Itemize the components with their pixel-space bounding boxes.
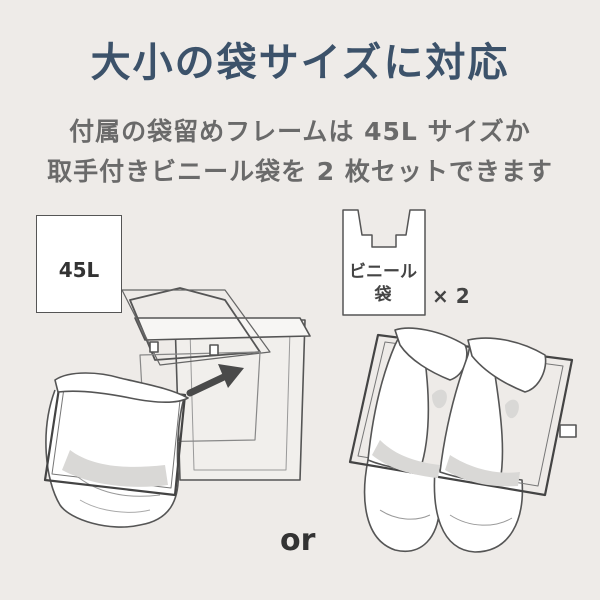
headline: 大小の袋サイズに対応 <box>90 40 510 86</box>
subline-2: 取手付きビニール袋を 2 枚セットできます <box>47 157 553 186</box>
bag-frame-with-45l-bag <box>43 372 189 528</box>
trash-bin-illustration <box>121 287 311 481</box>
vinyl-bag-label-line1: ビニール <box>349 262 417 282</box>
arrow-icon <box>186 364 244 397</box>
vinyl-handle-bag-icon <box>342 209 426 316</box>
or-separator: or <box>280 523 316 558</box>
two-vinyl-bags-on-frame <box>348 327 577 553</box>
bag-45l-label: 45L <box>58 258 100 282</box>
bag-45l-card <box>36 215 122 313</box>
subline-1: 付属の袋留めフレームは 45L サイズか <box>69 117 531 146</box>
vinyl-bag-label-line2: 袋 <box>374 285 392 305</box>
quantity-multiplier: × 2 <box>432 284 470 308</box>
